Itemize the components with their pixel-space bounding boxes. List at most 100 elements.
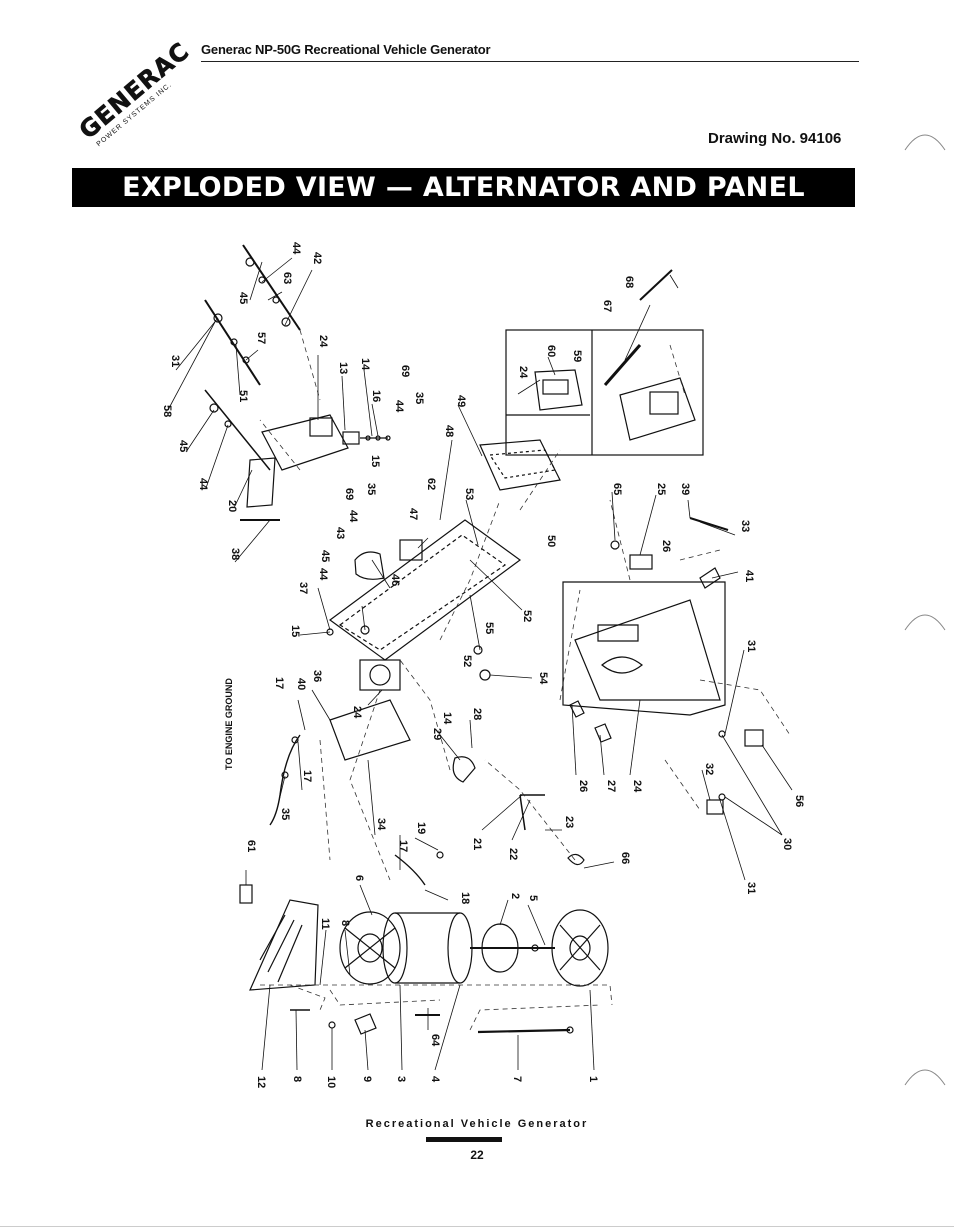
callout: 3 bbox=[395, 1076, 407, 1082]
callout: 60 bbox=[545, 345, 557, 357]
callout: 61 bbox=[245, 840, 257, 852]
callout: 31 bbox=[745, 640, 757, 652]
banner-title-text: EXPLODED VIEW — ALTERNATOR AND PANEL bbox=[122, 172, 805, 203]
callout: 20 bbox=[226, 500, 238, 512]
callout: 21 bbox=[471, 838, 483, 850]
callout: 17 bbox=[397, 840, 409, 852]
callout: 65 bbox=[611, 483, 623, 495]
callout: 69 bbox=[343, 488, 355, 500]
callout: 17 bbox=[273, 677, 285, 689]
footer-bar bbox=[426, 1137, 502, 1142]
callout: 45 bbox=[237, 292, 249, 304]
page-banner-title: EXPLODED VIEW — ALTERNATOR AND PANEL bbox=[72, 168, 855, 207]
callout: 13 bbox=[337, 362, 349, 374]
callout: 39 bbox=[679, 483, 691, 495]
callout: 33 bbox=[739, 520, 751, 532]
callout: 32 bbox=[703, 763, 715, 775]
header-rule bbox=[201, 61, 859, 62]
callout: 14 bbox=[441, 712, 453, 725]
callout: 56 bbox=[793, 795, 805, 807]
drawing-number: Drawing No. 94106 bbox=[708, 130, 842, 147]
callout: 50 bbox=[545, 535, 557, 547]
callout: 51 bbox=[237, 390, 249, 402]
callout: 17 bbox=[301, 770, 313, 782]
callout: 11 bbox=[319, 918, 331, 930]
callout: 58 bbox=[161, 405, 173, 417]
callout: 23 bbox=[563, 816, 575, 828]
callout: 24 bbox=[517, 366, 529, 379]
callout: 4 bbox=[429, 1076, 441, 1083]
callout: 69 bbox=[399, 365, 411, 377]
footer-caption: Recreational Vehicle Generator bbox=[365, 1118, 589, 1130]
exploded-view-diagram: 44 42 63 45 57 31 51 58 45 44 20 38 24 1… bbox=[161, 242, 805, 1088]
callout: 24 bbox=[317, 335, 329, 348]
callout: 35 bbox=[413, 392, 425, 404]
callout: 41 bbox=[743, 570, 755, 582]
callout: 54 bbox=[537, 672, 549, 685]
callout: 44 bbox=[347, 510, 359, 523]
callout: 52 bbox=[461, 655, 473, 667]
callout: 7 bbox=[511, 1076, 523, 1082]
callout: 38 bbox=[229, 548, 241, 560]
callout: 64 bbox=[429, 1034, 441, 1047]
bottom-rule bbox=[0, 1226, 954, 1227]
callout: 42 bbox=[311, 252, 323, 264]
callout: 2 bbox=[509, 893, 521, 899]
callout: 10 bbox=[325, 1076, 337, 1088]
callout: 30 bbox=[781, 838, 793, 850]
callout: 15 bbox=[369, 455, 381, 467]
callout: 53 bbox=[463, 488, 475, 500]
callout: 57 bbox=[255, 332, 267, 344]
callout: 24 bbox=[631, 780, 643, 793]
callout: 31 bbox=[169, 355, 181, 367]
callout: 59 bbox=[571, 350, 583, 362]
callout: 40 bbox=[295, 678, 307, 690]
binder-hole-mark bbox=[904, 1069, 946, 1086]
callout: 8 bbox=[291, 1076, 303, 1082]
callout: 24 bbox=[351, 706, 363, 719]
callout: 15 bbox=[289, 625, 301, 637]
callout: 26 bbox=[660, 540, 672, 552]
callout: 68 bbox=[623, 276, 635, 288]
callout: 67 bbox=[601, 300, 613, 312]
callout: 12 bbox=[255, 1076, 267, 1088]
callout: 45 bbox=[319, 550, 331, 562]
callout: 1 bbox=[587, 1076, 599, 1082]
callout: 29 bbox=[431, 728, 443, 740]
callout: 37 bbox=[297, 582, 309, 594]
callout: 62 bbox=[425, 478, 437, 490]
header-title: Generac NP-50G Recreational Vehicle Gene… bbox=[201, 42, 491, 57]
callout: 14 bbox=[359, 358, 371, 371]
callout: 28 bbox=[471, 708, 483, 720]
callout: 44 bbox=[393, 400, 405, 413]
callout: 6 bbox=[353, 875, 365, 881]
callout: 19 bbox=[415, 822, 427, 834]
callout: 16 bbox=[370, 390, 382, 402]
callout: 66 bbox=[619, 852, 631, 864]
ground-label: TO ENGINE GROUND bbox=[224, 678, 234, 770]
callout: 44 bbox=[290, 242, 302, 255]
callout: 26 bbox=[577, 780, 589, 792]
logo-text: GENERAC bbox=[74, 40, 195, 145]
callout: 47 bbox=[407, 508, 419, 520]
callout: 63 bbox=[281, 272, 293, 284]
callout: 49 bbox=[455, 395, 467, 407]
callout: 9 bbox=[361, 1076, 373, 1082]
binder-hole-mark bbox=[904, 614, 946, 631]
binder-hole-mark bbox=[904, 134, 946, 151]
callout: 35 bbox=[279, 808, 291, 820]
callout: 43 bbox=[334, 527, 346, 539]
callout: 44 bbox=[197, 478, 209, 491]
page-number: 22 bbox=[470, 1148, 484, 1162]
callout: 34 bbox=[375, 818, 387, 831]
callout: 44 bbox=[317, 568, 329, 581]
callout: 5 bbox=[527, 895, 539, 901]
callout: 35 bbox=[365, 483, 377, 495]
callout: 8 bbox=[339, 920, 351, 926]
callout: 45 bbox=[177, 440, 189, 452]
generac-logo: GENERAC POWER SYSTEMS INC. bbox=[74, 40, 195, 148]
callout: 55 bbox=[483, 622, 495, 634]
callout: 18 bbox=[459, 892, 471, 904]
callout: 52 bbox=[521, 610, 533, 622]
callout: 36 bbox=[311, 670, 323, 682]
